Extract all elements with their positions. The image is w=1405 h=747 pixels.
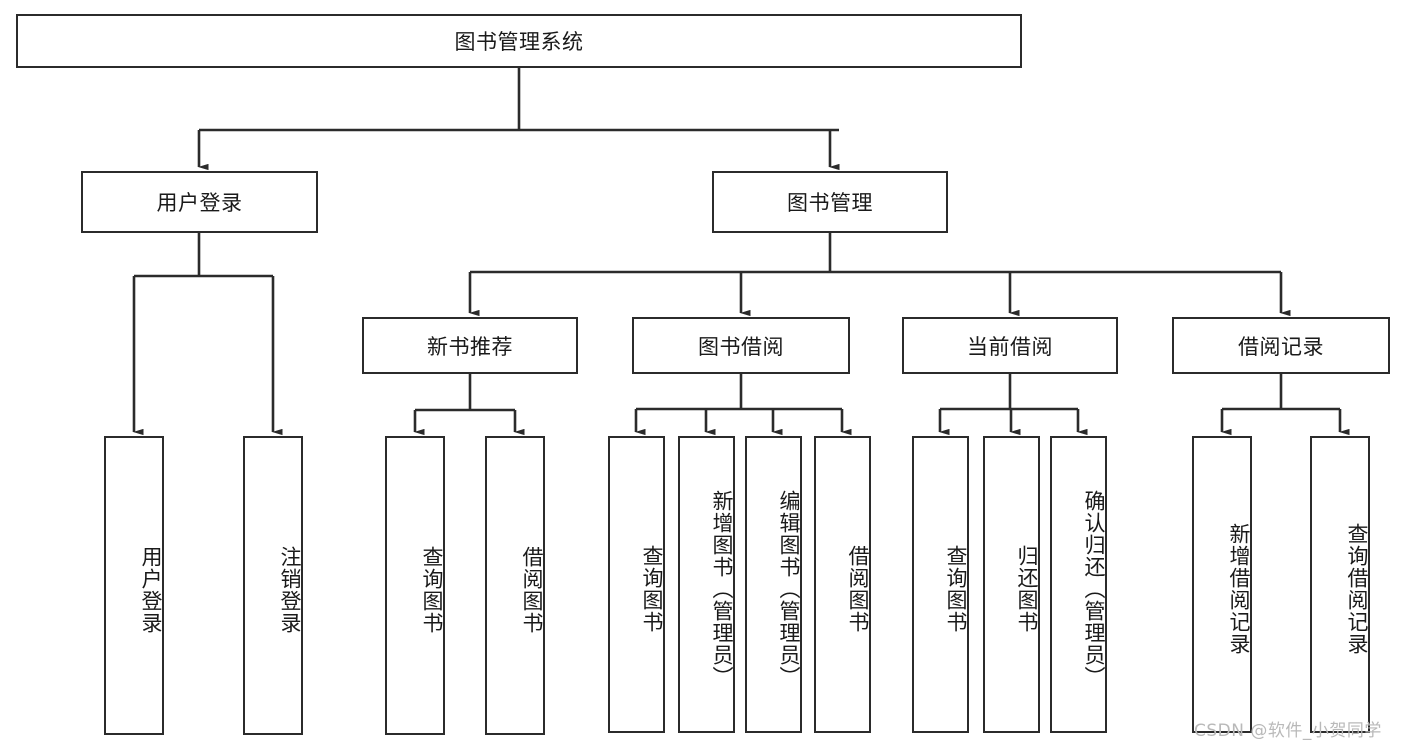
node-user-login[interactable]: 用户登录 <box>81 171 318 233</box>
node-leaf-logout-label: 注销登录 <box>278 545 302 634</box>
node-leaf-query-book-3-label: 查询图书 <box>944 544 968 633</box>
node-leaf-add-record-label: 新增借阅记录 <box>1227 522 1251 655</box>
node-leaf-add-record[interactable]: 新增借阅记录 <box>1192 436 1252 733</box>
node-leaf-confirm-return[interactable]: 确认归还（管理员） <box>1050 436 1107 733</box>
node-leaf-query-book-3[interactable]: 查询图书 <box>912 436 969 733</box>
node-leaf-query-record-label: 查询借阅记录 <box>1345 522 1369 655</box>
node-leaf-query-record[interactable]: 查询借阅记录 <box>1310 436 1370 733</box>
node-leaf-edit-book[interactable]: 编辑图书（管理员） <box>745 436 802 733</box>
node-book-manage[interactable]: 图书管理 <box>712 171 948 233</box>
node-leaf-query-book-1-label: 查询图书 <box>420 545 444 634</box>
node-book-borrow[interactable]: 图书借阅 <box>632 317 850 374</box>
node-leaf-borrow-book-2-label: 借阅图书 <box>846 544 870 633</box>
node-leaf-return-book-label: 归还图书 <box>1015 544 1039 633</box>
csdn-watermark: CSDN @软件_小贺同学 <box>1194 721 1382 741</box>
node-leaf-query-book-1[interactable]: 查询图书 <box>385 436 445 735</box>
node-root-label: 图书管理系统 <box>454 30 584 54</box>
node-leaf-add-book-label: 新增图书（管理员） <box>710 489 734 688</box>
node-leaf-borrow-book-1[interactable]: 借阅图书 <box>485 436 545 735</box>
node-leaf-user-login-label: 用户登录 <box>139 545 163 634</box>
node-leaf-borrow-book-2[interactable]: 借阅图书 <box>814 436 871 733</box>
node-book-manage-label: 图书管理 <box>787 191 873 215</box>
node-current-borrow-label: 当前借阅 <box>967 334 1053 359</box>
node-leaf-user-login[interactable]: 用户登录 <box>104 436 164 735</box>
node-leaf-borrow-book-1-label: 借阅图书 <box>520 545 544 634</box>
node-new-book-rec[interactable]: 新书推荐 <box>362 317 578 374</box>
node-leaf-query-book-2-label: 查询图书 <box>640 544 664 633</box>
node-leaf-return-book[interactable]: 归还图书 <box>983 436 1040 733</box>
node-leaf-add-book[interactable]: 新增图书（管理员） <box>678 436 735 733</box>
node-user-login-label: 用户登录 <box>156 191 243 215</box>
node-new-book-rec-label: 新书推荐 <box>427 334 513 359</box>
node-borrow-record-label: 借阅记录 <box>1238 334 1324 359</box>
node-borrow-record[interactable]: 借阅记录 <box>1172 317 1390 374</box>
node-leaf-edit-book-label: 编辑图书（管理员） <box>777 489 801 688</box>
node-leaf-logout[interactable]: 注销登录 <box>243 436 303 735</box>
node-current-borrow[interactable]: 当前借阅 <box>902 317 1118 374</box>
node-leaf-confirm-return-label: 确认归还（管理员） <box>1082 489 1106 688</box>
node-book-borrow-label: 图书借阅 <box>698 334 784 359</box>
node-root[interactable]: 图书管理系统 <box>16 14 1022 68</box>
node-leaf-query-book-2[interactable]: 查询图书 <box>608 436 665 733</box>
